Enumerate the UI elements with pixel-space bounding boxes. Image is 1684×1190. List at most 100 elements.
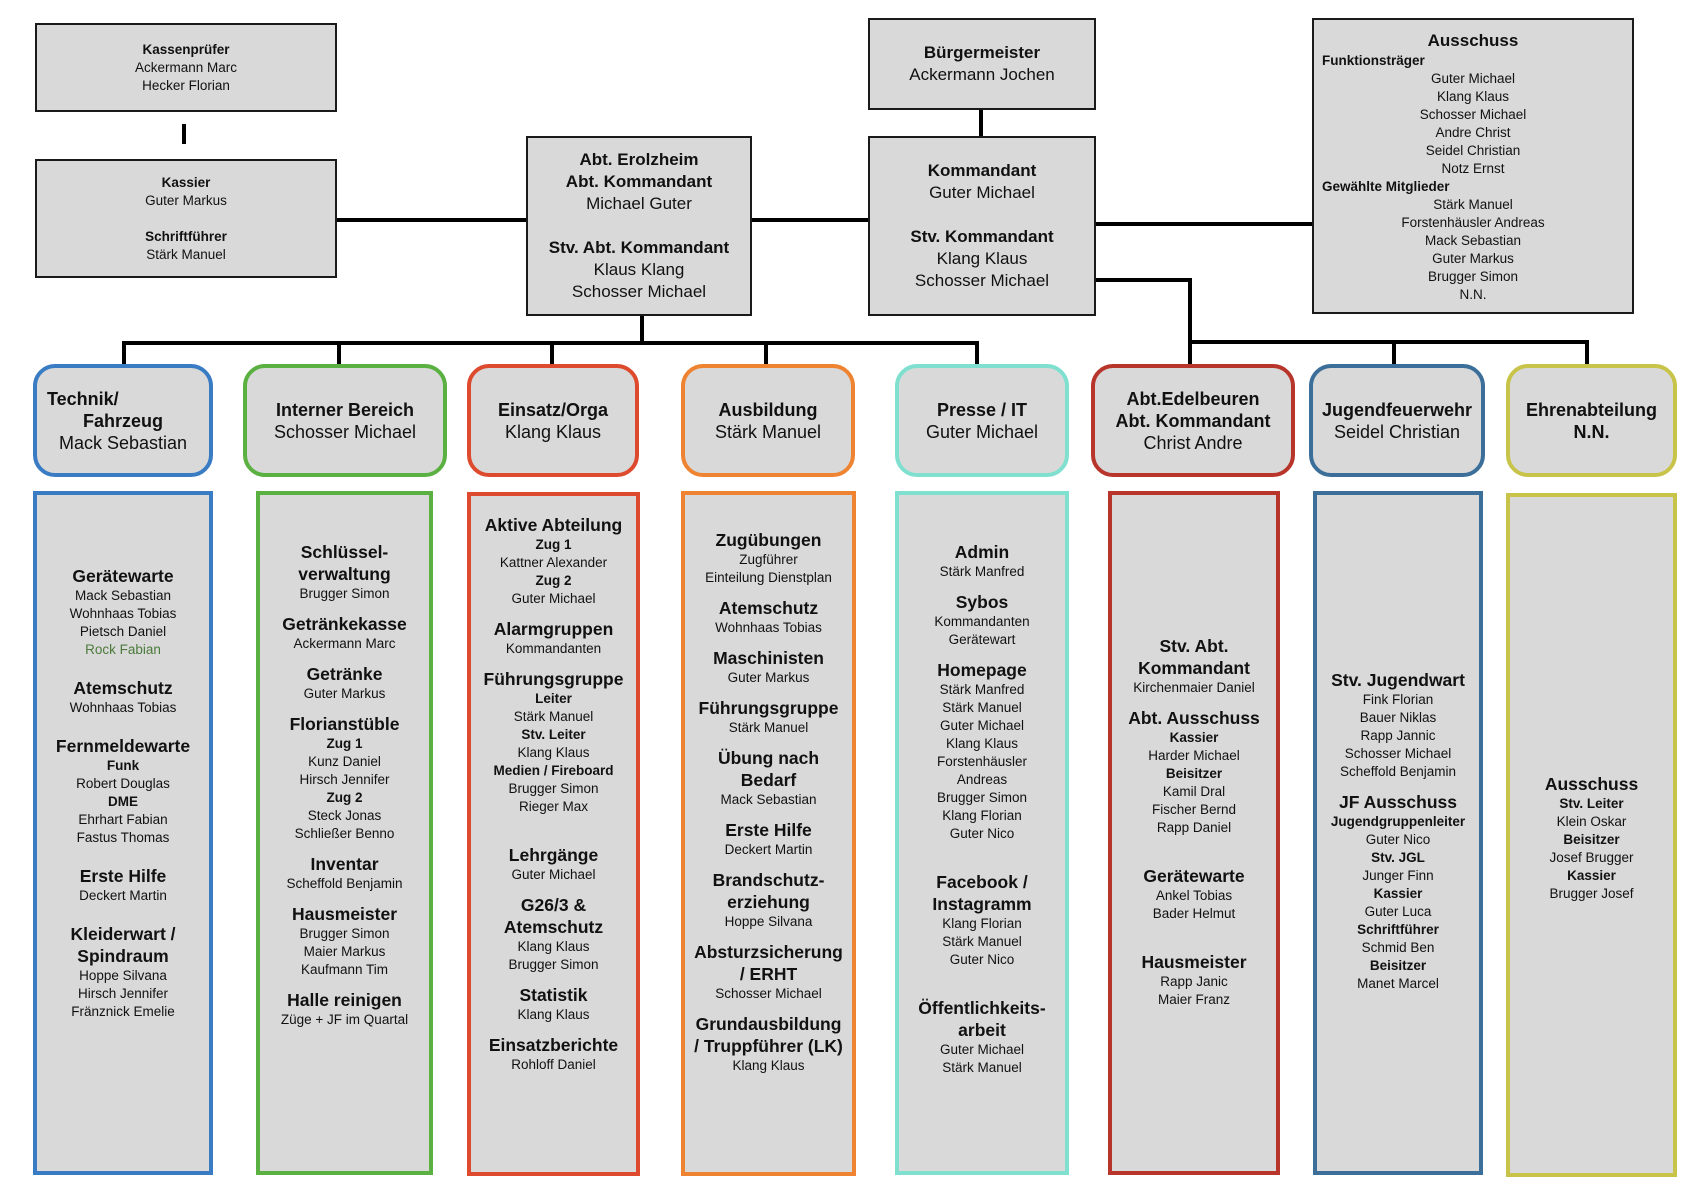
section-heading: G26/3 & bbox=[520, 895, 587, 915]
section-heading: Absturzsicherung bbox=[694, 942, 843, 962]
ausschuss-member: Andre Christ bbox=[1435, 125, 1511, 140]
section-heading: Ausschuss bbox=[1544, 774, 1639, 794]
person-name: Deckert Martin bbox=[724, 842, 813, 857]
person-name: Bauer Niklas bbox=[1359, 710, 1437, 725]
erolzheim-kommandant-title: Abt. Kommandant bbox=[565, 172, 713, 191]
person-name: Brugger Josef bbox=[1549, 886, 1634, 901]
role-label: Stv. JGL bbox=[1371, 850, 1425, 865]
section-heading: Abt. Ausschuss bbox=[1128, 708, 1260, 728]
person-name: Stärk Manuel bbox=[728, 720, 809, 735]
person-name: Josef Brugger bbox=[1549, 850, 1634, 865]
schriftfuehrer-title: Schriftführer bbox=[145, 228, 227, 244]
person-name: Schosser Michael bbox=[1344, 746, 1452, 761]
person-name: Züge + JF im Quartal bbox=[280, 1012, 409, 1027]
role-label: Funk bbox=[106, 758, 140, 773]
buergermeister-box: Bürgermeister Ackermann Jochen bbox=[868, 18, 1096, 110]
person-name: Rapp Daniel bbox=[1156, 820, 1232, 835]
kassenpruefer-title: Kassenprüfer bbox=[142, 41, 230, 57]
role-label: Leiter bbox=[535, 691, 572, 706]
person-name: Guter Nico bbox=[949, 826, 1015, 841]
person-name: Kaufmann Tim bbox=[300, 962, 389, 977]
person-name: Kamil Dral bbox=[1162, 784, 1226, 799]
person-name: Guter Nico bbox=[1365, 832, 1431, 847]
person-name: Klang Klaus bbox=[945, 736, 1019, 751]
erolzheim-stv-name: Schosser Michael bbox=[571, 282, 707, 301]
person-name: Deckert Martin bbox=[79, 888, 167, 903]
role-label: Zug 2 bbox=[326, 790, 363, 805]
person-name: Hoppe Silvana bbox=[724, 914, 813, 929]
role-label: Kassier bbox=[1373, 886, 1423, 901]
person-name: Klang Klaus bbox=[517, 939, 590, 954]
role-label: Jugendgruppenleiter bbox=[1330, 814, 1466, 829]
section-heading: Übung nach bbox=[717, 748, 820, 768]
role-label: DME bbox=[108, 794, 138, 809]
kassenpruefer-name: Ackermann Marc bbox=[134, 59, 238, 75]
person-name: Klang Florian bbox=[942, 916, 1022, 931]
section-heading: Inventar bbox=[310, 854, 379, 874]
section-heading: Facebook / bbox=[936, 872, 1028, 892]
erolzheim-stv-name: Klaus Klang bbox=[593, 260, 685, 279]
person-name: Wohnhaas Tobias bbox=[715, 620, 822, 635]
person-name: Guter Michael bbox=[511, 591, 596, 606]
person-name: Ackermann Marc bbox=[293, 636, 396, 651]
section-heading: Gerätewarte bbox=[1143, 866, 1245, 886]
header-person: Stärk Manuel bbox=[714, 421, 822, 442]
person-name: Bader Helmut bbox=[1152, 906, 1236, 921]
ausschuss-member: Schosser Michael bbox=[1419, 107, 1527, 122]
person-name: Klein Oskar bbox=[1556, 814, 1627, 829]
section-heading: Fernmeldewarte bbox=[55, 736, 191, 756]
kassier-name: Guter Markus bbox=[145, 192, 227, 208]
person-name: Brugger Simon bbox=[508, 957, 599, 972]
person-name: Klang Klaus bbox=[732, 1058, 805, 1073]
kassenpruefer-box: Kassenprüfer Ackermann Marc Hecker Flori… bbox=[35, 23, 337, 112]
ausschuss-member: Seidel Christian bbox=[1425, 143, 1521, 158]
person-name: Pietsch Daniel bbox=[79, 624, 167, 639]
person-name: Hoppe Silvana bbox=[79, 968, 167, 983]
section-heading: Zugübungen bbox=[715, 530, 822, 550]
person-name: Brugger Simon bbox=[299, 586, 390, 601]
section-heading: Homepage bbox=[937, 660, 1027, 680]
person-name: Fränznick Emelie bbox=[71, 1004, 175, 1019]
ausschuss-member: Klang Klaus bbox=[1436, 89, 1510, 104]
section-heading: Kommandant bbox=[1138, 658, 1250, 678]
kommandant-box: Kommandant Guter Michael Stv. Kommandant… bbox=[868, 136, 1096, 316]
person-name: Zugführer bbox=[739, 552, 798, 567]
section-heading: Kleiderwart / bbox=[70, 924, 176, 944]
person-name: Mack Sebastian bbox=[720, 792, 817, 807]
section-heading: Führungsgruppe bbox=[698, 698, 839, 718]
ausschuss-box: Ausschuss Funktionsträger Guter Michael … bbox=[1312, 18, 1634, 314]
header-person: Klang Klaus bbox=[504, 421, 602, 442]
section-heading: Einsatzberichte bbox=[488, 1035, 619, 1055]
role-label: Stv. Leiter bbox=[521, 727, 586, 742]
section-heading: Halle reinigen bbox=[287, 990, 402, 1010]
stv-kommandant-name: Schosser Michael bbox=[914, 271, 1050, 290]
header-person: Schosser Michael bbox=[273, 421, 417, 442]
section-heading: Getränkekasse bbox=[282, 614, 407, 634]
section-heading: Gerätewarte bbox=[72, 566, 174, 586]
stv-kommandant-title: Stv. Kommandant bbox=[910, 227, 1054, 246]
person-name: Rapp Janic bbox=[1160, 974, 1228, 989]
person-name: Schmid Ben bbox=[1361, 940, 1435, 955]
header-person: Guter Michael bbox=[925, 421, 1039, 442]
person-name: Kirchenmaier Daniel bbox=[1133, 680, 1255, 695]
header-title: Einsatz/Orga bbox=[497, 399, 609, 420]
header-title: Abt.Edelbeuren bbox=[1126, 388, 1260, 409]
person-name: Junger Finn bbox=[1362, 868, 1434, 883]
person-name: Gerätewart bbox=[948, 632, 1016, 647]
schriftfuehrer-name: Stärk Manuel bbox=[146, 246, 226, 262]
person-name: Schließer Benno bbox=[294, 826, 395, 841]
header-title: Jugendfeuerwehr bbox=[1321, 399, 1473, 420]
buergermeister-name: Ackermann Jochen bbox=[909, 65, 1055, 84]
section-heading: Schlüssel- bbox=[300, 542, 389, 562]
header-person: Seidel Christian bbox=[1333, 421, 1461, 442]
person-name: Scheffold Benjamin bbox=[286, 876, 403, 891]
role-label: Zug 1 bbox=[535, 537, 572, 552]
person-name: Kunz Daniel bbox=[308, 754, 381, 769]
